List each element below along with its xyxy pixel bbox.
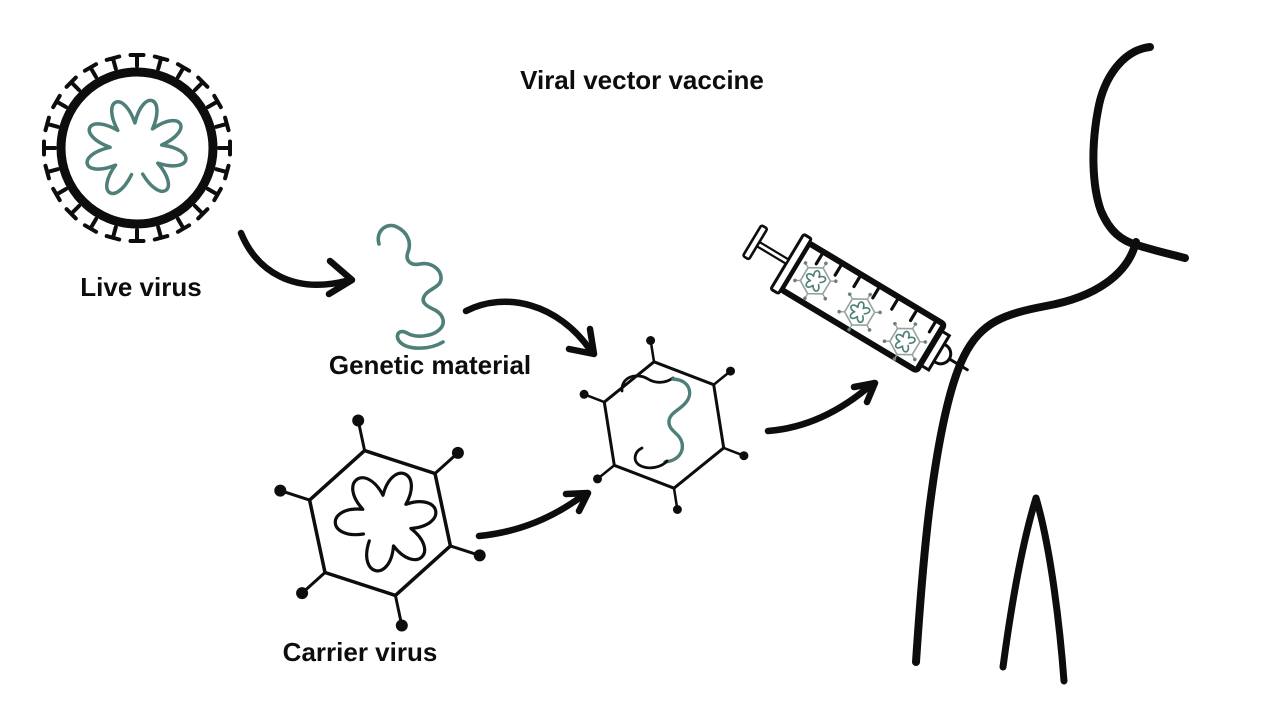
recombinant-vector-icon [579, 336, 749, 514]
spike-dot [882, 339, 887, 344]
virus-genome-squiggle [849, 301, 871, 324]
mini-vector-virus [793, 261, 838, 301]
carrier-virus-icon [274, 414, 486, 632]
virus-spikes [885, 324, 925, 359]
person-shoulder-arm-outline [912, 238, 1140, 666]
spike-dot [451, 446, 464, 459]
virus-spikes [839, 294, 880, 330]
vector-inserted-genetic-material [663, 377, 692, 464]
live-virus-icon [42, 53, 232, 243]
spike-dot [296, 587, 309, 600]
live-virus-spikes [42, 53, 232, 243]
virus-genome-squiggle [333, 471, 438, 573]
spike-dot [593, 474, 602, 484]
vector-own-genome-top [620, 374, 675, 393]
spike-dot [793, 278, 797, 283]
spike-dot [395, 619, 408, 632]
spike-dot [923, 340, 928, 344]
spike-dot [646, 336, 656, 345]
spike-dot [823, 296, 828, 301]
virus-spikes [586, 342, 742, 508]
syringe-plunger-rod [755, 240, 791, 266]
spike-dot [803, 296, 807, 301]
vector-own-genome-bottom [633, 446, 669, 470]
arrow-genetic-material-to-vector [462, 298, 598, 358]
arrow-live-virus-to-genetic-material [237, 229, 356, 298]
label-genetic-material: Genetic material [329, 350, 531, 380]
spike-dot [352, 414, 365, 427]
spike-dot [893, 321, 897, 326]
syringe-thumb-rest [742, 224, 768, 261]
arrow-carrier-to-vector [475, 489, 592, 540]
spike-dot [913, 322, 918, 326]
spike-dot [739, 451, 749, 461]
spike-dot [274, 484, 287, 497]
spike-dot [803, 261, 808, 265]
syringe-graduation-ticks [814, 251, 938, 334]
spike-dot [473, 549, 486, 562]
spike-dot [726, 366, 735, 376]
arrow-vector-to-syringe [764, 379, 879, 435]
recombinant-vector-interior [620, 374, 692, 470]
syringe-needle [934, 349, 969, 372]
spike-dot [867, 328, 872, 332]
person-head-outline [1089, 43, 1189, 262]
live-virus-envelope [56, 67, 218, 229]
spike-dot [913, 357, 917, 362]
mini-vector-virus [882, 321, 928, 362]
carrier-virus-shape [274, 414, 486, 632]
virus-spikes [795, 263, 836, 299]
genetic-material-strand-icon [376, 223, 445, 350]
virus-spikes [283, 423, 477, 623]
label-carrier-virus: Carrier virus [283, 637, 438, 667]
virus-genome-squiggle [894, 330, 916, 353]
spike-dot [579, 389, 589, 399]
virus-genome-squiggle [805, 269, 827, 292]
spike-dot [868, 292, 872, 297]
person-icon [912, 43, 1189, 685]
person-inner-arm-outline [999, 494, 1068, 685]
mini-vector-virus [837, 292, 882, 332]
spike-dot [672, 505, 682, 514]
vector-virus-shape [579, 336, 749, 514]
spike-dot [837, 309, 842, 314]
syringe-vector-viruses [793, 261, 928, 362]
spike-dot [878, 310, 882, 315]
label-live-virus: Live virus [80, 272, 201, 302]
spike-dot [847, 292, 852, 297]
spike-dot [847, 327, 851, 332]
spike-dot [892, 357, 897, 361]
spike-dot [824, 261, 828, 266]
live-virus-genome-squiggle [85, 98, 188, 196]
page-title: Viral vector vaccine [520, 65, 764, 95]
syringe-icon [742, 224, 969, 373]
spike-dot [834, 279, 838, 284]
